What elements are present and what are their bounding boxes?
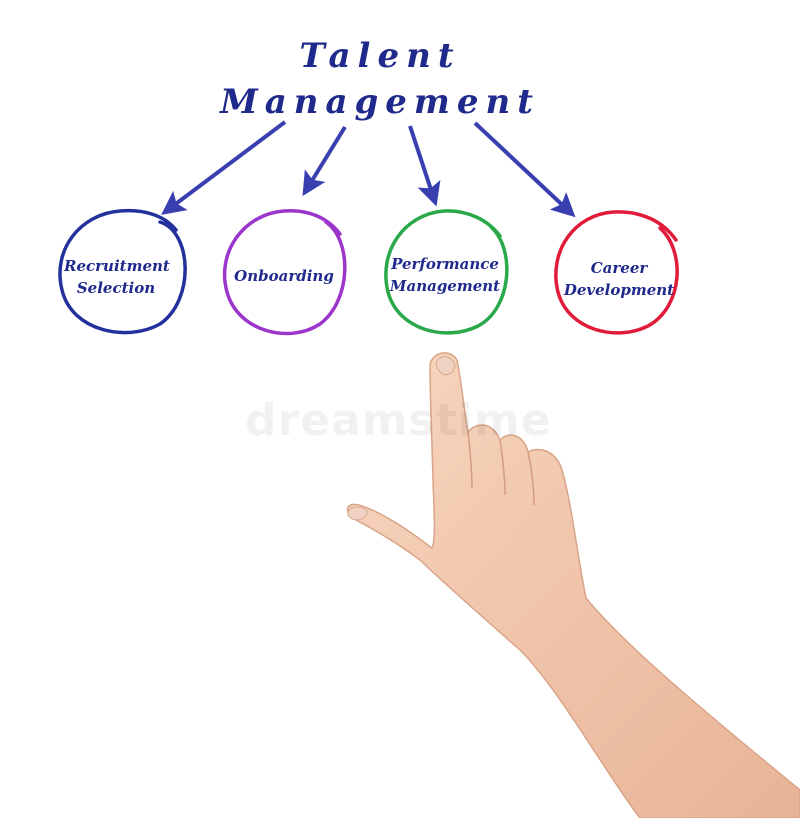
node-label-line: Performance <box>391 255 499 273</box>
circle-performance <box>384 209 509 335</box>
fingernail <box>435 356 456 376</box>
title-line-2: Management <box>220 82 540 122</box>
watermark: dreamstime <box>245 395 552 446</box>
node-label-line: Development <box>563 281 675 299</box>
node-label-line: Recruitment <box>64 257 170 275</box>
knuckle-lines <box>467 431 535 506</box>
circle-onboarding <box>222 208 347 336</box>
node-label-line: Selection <box>76 279 156 297</box>
node-label-line: Management <box>389 277 501 295</box>
node-circles <box>58 208 679 336</box>
arrow-to-recruitment <box>161 120 287 215</box>
node-label-line: Onboarding <box>234 267 334 285</box>
circle-recruitment <box>58 208 187 335</box>
node-label-line: Career <box>590 259 648 277</box>
arrow-to-onboarding <box>302 125 347 197</box>
thumb-nail <box>347 506 369 521</box>
node-label-recruitment: Recruitment Selection <box>64 255 170 299</box>
title-line-1: Talent <box>299 36 461 76</box>
arrow-to-performance <box>408 125 441 207</box>
arrow-to-career <box>473 121 576 218</box>
node-label-performance: Performance Management <box>388 253 502 297</box>
node-label-onboarding: Onboarding <box>232 265 336 287</box>
node-label-career: Career Development <box>562 257 676 301</box>
arrows <box>161 120 576 218</box>
pointing-hand <box>346 352 800 818</box>
circle-career <box>554 210 679 335</box>
